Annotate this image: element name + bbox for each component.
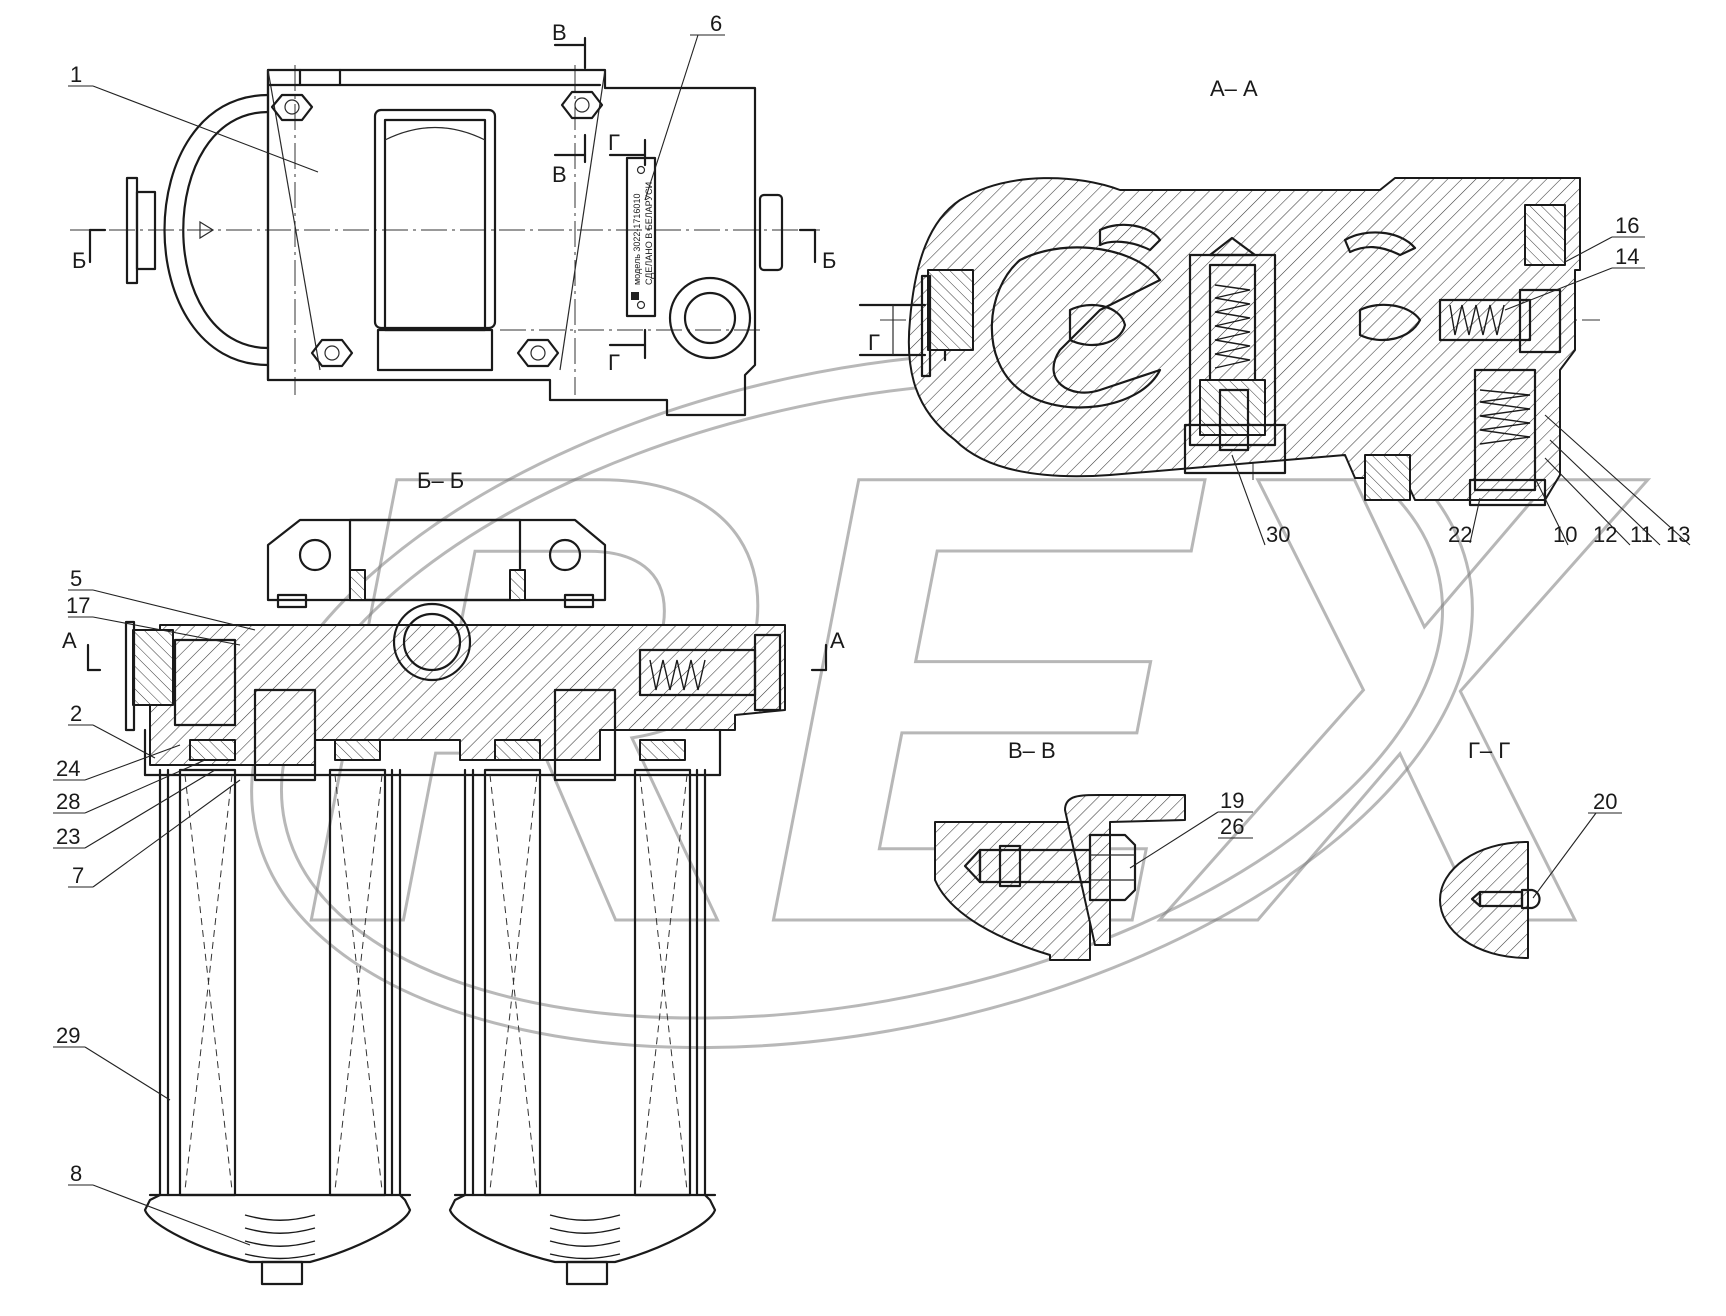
cut-mark-v-top: В [552, 20, 567, 45]
callout-30: 30 [1266, 522, 1290, 547]
callout-12: 12 [1593, 522, 1617, 547]
callout-20: 20 [1593, 789, 1617, 814]
section-bb-title: Б– Б [417, 468, 464, 493]
section-vv: В– В [934, 738, 1186, 961]
callout-10: 10 [1553, 522, 1577, 547]
section-aa: А– А Г [858, 76, 1600, 507]
bolt-head-icon [270, 93, 314, 122]
callout-16: 16 [1615, 213, 1639, 238]
cut-mark-a-left: А [62, 628, 77, 653]
bolt-head-icon [310, 338, 354, 368]
section-vv-title: В– В [1008, 738, 1056, 763]
cut-mark-b-right: Б [822, 248, 836, 273]
callout-14: 14 [1615, 244, 1639, 269]
plan-view: модель 3022-1716010 СДЕЛАНО В БЕЛАРУСИ Б… [70, 20, 836, 417]
callout-labels: 1 6 16 14 30 22 10 12 11 13 5 17 2 24 28… [56, 11, 1690, 1186]
callout-2: 2 [70, 701, 82, 726]
cut-mark-g-aa: Г [868, 330, 880, 355]
cut-mark-g-bottom: Г [608, 350, 620, 375]
bolt-head-icon [560, 90, 604, 120]
section-gg-title: Г– Г [1468, 738, 1510, 763]
callout-28: 28 [56, 789, 80, 814]
leader-lines [53, 34, 1691, 1246]
callout-13: 13 [1666, 522, 1690, 547]
callout-19: 19 [1220, 788, 1244, 813]
callout-26: 26 [1220, 814, 1244, 839]
section-bb: Б– Б А А [62, 468, 845, 1286]
callout-29: 29 [56, 1023, 80, 1048]
callout-24: 24 [56, 756, 80, 781]
bolt-head-icon [516, 338, 560, 368]
section-aa-title: А– А [1210, 76, 1258, 101]
filter-housing-right [448, 739, 717, 1286]
callout-6: 6 [710, 11, 722, 36]
section-gg: Г– Г [1439, 738, 1541, 959]
cut-mark-a-right: А [830, 628, 845, 653]
callout-7: 7 [72, 863, 84, 888]
callout-11: 11 [1630, 522, 1653, 547]
cut-mark-g-top: Г [608, 130, 620, 155]
callout-1: 1 [70, 62, 82, 87]
nameplate-line2: СДЕЛАНО В БЕЛАРУСИ [644, 182, 654, 285]
callout-5: 5 [70, 566, 82, 591]
callout-17: 17 [66, 593, 90, 618]
filter-housing-left [143, 739, 412, 1286]
cut-mark-v-bottom: В [552, 162, 567, 187]
callout-8: 8 [70, 1161, 82, 1186]
cut-mark-b-left: Б [72, 248, 86, 273]
nameplate-line1: модель 3022-1716010 [632, 194, 642, 285]
callout-23: 23 [56, 824, 80, 849]
callout-22: 22 [1448, 522, 1472, 547]
